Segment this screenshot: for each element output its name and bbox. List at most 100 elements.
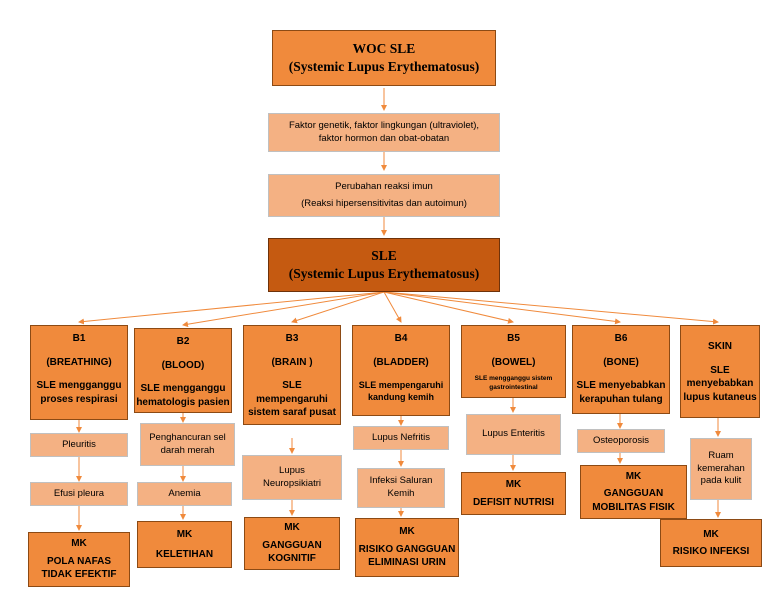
skin-step-1: Ruam kemerahan pada kulit: [690, 438, 752, 500]
sle-line2: (Systemic Lupus Erythematosus): [288, 266, 480, 281]
b6-mk-line2: MOBILITAS FISIK: [592, 501, 675, 513]
column-b4-header: B4 (BLADDER) SLE mempengaruhi kandung ke…: [352, 325, 450, 416]
b2-step-1-line1: Penghancuran sel: [149, 431, 226, 443]
b1-desc-line2: proses respirasi: [40, 393, 118, 405]
immune-reaction-line1: Perubahan reaksi imun: [335, 180, 433, 192]
arrow-sle-to-b5: [383, 291, 514, 324]
column-b6-header: B6 (BONE) SLE menyebabkan kerapuhan tula…: [572, 325, 670, 414]
skin-mk-line1: RISIKO INFEKSI: [672, 546, 750, 557]
b6-code: B6: [614, 333, 628, 344]
b3-step-1-line2: Neuropsikiatri: [262, 477, 322, 489]
b5-code: B5: [507, 333, 520, 344]
skin-step-1-line3: pada kulit: [700, 475, 742, 487]
column-b1-header: B1 (BREATHING) SLE mengganggu proses res…: [30, 325, 128, 420]
arrow-sle-to-skin: [383, 291, 719, 325]
title-line1: WOC SLE: [352, 40, 416, 56]
b1-step-1-text: Pleuritis: [62, 438, 96, 450]
title-line2: (Systemic Lupus Erythematosus): [288, 59, 480, 74]
b5-desc-line1: SLE mengganggu sistem: [474, 375, 553, 382]
immune-reaction-box: Perubahan reaksi imun (Reaksi hipersensi…: [268, 174, 500, 217]
b1-mk-label: MK: [71, 538, 87, 550]
b4-step-2-line2: Kemih: [387, 488, 415, 499]
b6-mk-line1: GANGGUAN: [603, 488, 664, 500]
b4-code: B4: [394, 333, 408, 344]
b5-step-1-text: Lupus Enteritis: [482, 428, 545, 440]
b6-desc-line2: kerapuhan tulang: [579, 393, 663, 405]
b3-code: B3: [285, 333, 299, 344]
column-b3-header: B3 (BRAIN ) SLE mempengaruhi sistem sara…: [243, 325, 341, 425]
sle-line1: SLE: [371, 247, 397, 263]
b1-name: (BREATHING): [46, 356, 112, 368]
b3-step-1: Lupus Neuropsikiatri: [242, 455, 342, 500]
risk-factors-box: Faktor genetik, faktor lingkungan (ultra…: [268, 113, 500, 152]
sle-box: SLE (Systemic Lupus Erythematosus): [268, 238, 500, 292]
arrow-sle-to-b4: [383, 291, 402, 323]
b1-step-2-text: Efusi pleura: [53, 487, 105, 499]
b6-desc-line1: SLE menyebabkan: [576, 380, 666, 391]
b6-step-1-text: Osteoporosis: [593, 434, 649, 446]
immune-reaction-line2: (Reaksi hipersensitivitas dan autoimun): [301, 197, 467, 209]
b4-mk-box: MK RISIKO GANGGUAN ELIMINASI URIN: [355, 518, 459, 577]
b4-desc-line1: SLE mempengaruhi: [358, 380, 444, 390]
arrow-sle-to-b3: [291, 291, 385, 324]
b5-name: (BOWEL): [491, 356, 536, 368]
arrow-sle-to-b1: [78, 291, 385, 325]
b3-mk-box: MK GANGGUAN KOGNITIF: [244, 517, 340, 570]
skin-mk-box: MK RISIKO INFEKSI: [660, 519, 762, 567]
b2-desc-line1: SLE mengganggu: [140, 383, 226, 394]
b1-desc-line1: SLE mengganggu: [36, 380, 122, 391]
b3-mk-line1: GANGGUAN: [262, 539, 322, 551]
b2-desc-line2: hematologis pasien: [136, 396, 230, 408]
b1-step-2: Efusi pleura: [30, 482, 128, 506]
b2-step-1-line2: darah merah: [160, 444, 215, 456]
risk-factors-line1: Faktor genetik, faktor lingkungan (ultra…: [288, 119, 480, 131]
b2-step-1: Penghancuran sel darah merah: [140, 423, 235, 466]
b5-mk-label: MK: [505, 479, 522, 490]
b4-step-1-text: Lupus Nefritis: [371, 431, 431, 443]
b4-step-1: Lupus Nefritis: [353, 426, 449, 450]
b3-desc-line2: mempengaruhi: [256, 393, 328, 405]
b1-step-1: Pleuritis: [30, 433, 128, 457]
b6-name: (BONE): [603, 356, 639, 368]
b5-step-1: Lupus Enteritis: [466, 414, 561, 455]
b4-name: (BLADDER): [373, 356, 429, 368]
skin-desc-line2: menyebabkan: [686, 378, 754, 389]
b3-mk-line2: KOGNITIF: [268, 553, 316, 565]
skin-step-1-line1: Ruam: [708, 449, 734, 461]
b3-mk-label: MK: [284, 522, 300, 534]
arrow-sle-to-b6: [383, 291, 621, 325]
b3-step-1-line1: Lupus: [279, 464, 305, 476]
b2-code: B2: [176, 336, 190, 347]
b4-mk-label: MK: [399, 526, 415, 538]
b4-mk-line1: RISIKO GANGGUAN: [358, 543, 456, 555]
b4-step-2: Infeksi Saluran Kemih: [357, 468, 445, 508]
b2-step-2: Anemia: [137, 482, 232, 506]
b6-mk-box: MK GANGGUAN MOBILITAS FISIK: [580, 465, 687, 519]
skin-mk-label: MK: [703, 528, 719, 540]
column-b2-header: B2 (BLOOD) SLE mengganggu hematologis pa…: [134, 328, 232, 413]
b1-mk-line2: TIDAK EFEKTIF: [41, 569, 117, 581]
b2-mk-label: MK: [176, 529, 193, 540]
column-skin-header: SKIN SLE menyebabkan lupus kutaneus: [680, 325, 760, 418]
risk-factors-line2: faktor hormon dan obat-obatan: [318, 132, 450, 144]
b2-name: (BLOOD): [161, 359, 205, 371]
b2-mk-box: MK KELETIHAN: [137, 521, 232, 568]
skin-desc-line1: SLE: [710, 364, 730, 376]
b6-mk-label: MK: [625, 470, 642, 482]
b1-mk-line1: POLA NAFAS: [46, 555, 112, 567]
skin-step-1-line2: kemerahan: [697, 462, 745, 474]
b6-step-1: Osteoporosis: [577, 429, 665, 453]
b3-desc-line3: sistem saraf pusat: [248, 407, 336, 418]
b5-mk-line1: DEFISIT NUTRISI: [472, 496, 555, 508]
b4-mk-line2: ELIMINASI URIN: [368, 557, 446, 569]
b2-mk-line1: KELETIHAN: [155, 548, 214, 560]
b5-mk-box: MK DEFISIT NUTRISI: [461, 472, 566, 515]
arrow-sle-to-b2: [182, 291, 385, 328]
b3-desc-line1: SLE: [282, 380, 302, 391]
b1-code: B1: [72, 333, 86, 344]
b5-desc-line2: gastrointestinal: [489, 383, 538, 391]
column-b5-header: B5 (BOWEL) SLE mengganggu sistem gastroi…: [461, 325, 566, 398]
b3-name: (BRAIN ): [271, 356, 313, 368]
title-box: WOC SLE (Systemic Lupus Erythematosus): [272, 30, 496, 86]
